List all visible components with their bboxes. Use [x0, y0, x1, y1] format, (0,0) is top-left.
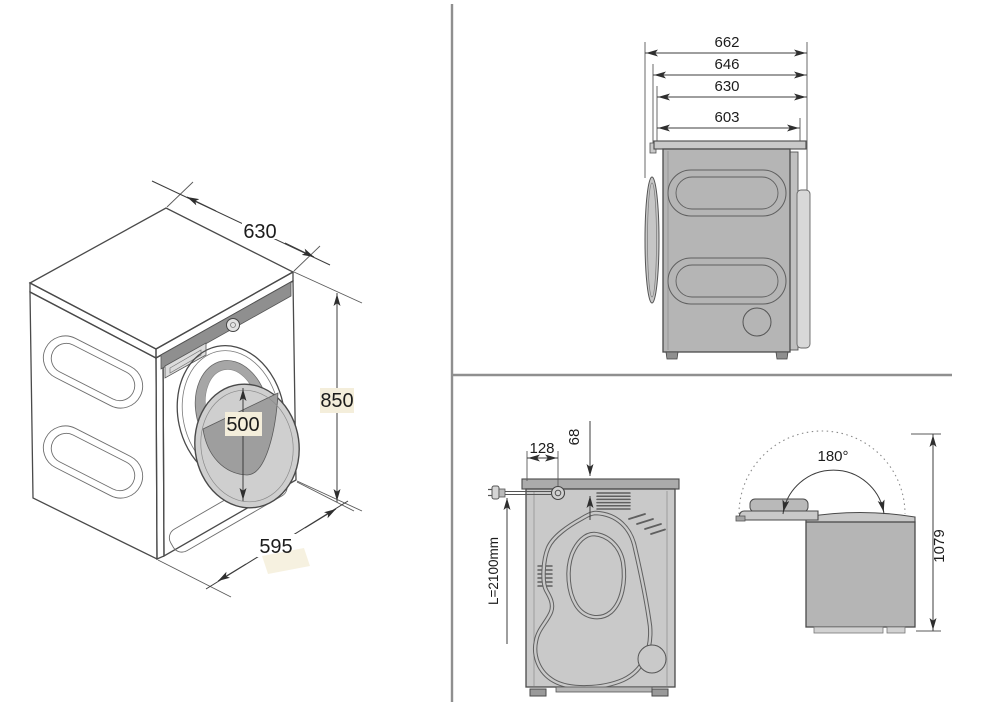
detergent-drawer — [164, 342, 207, 379]
dimension-cord-offset-vertical: 68 — [566, 421, 594, 520]
bottom-skirt — [555, 686, 653, 693]
dim-label-cord-offset-vertical: 68 — [566, 429, 583, 446]
top-lid — [653, 140, 807, 150]
extension-line — [293, 271, 363, 304]
front-door-bulge — [644, 176, 660, 304]
body — [805, 521, 916, 628]
arrowhead — [782, 499, 790, 513]
dim-label-inner-depth: 603 — [714, 109, 739, 126]
foot-right — [651, 688, 669, 697]
duct-inner-band-fill — [567, 532, 626, 619]
arrowhead — [186, 196, 217, 212]
dimension-top-depth: 630 — [151, 180, 331, 272]
extension-line — [296, 481, 355, 512]
extension-line — [296, 480, 363, 512]
vent-louvers-top — [596, 492, 631, 510]
dim-label-top-depth: 630 — [243, 221, 276, 243]
control-knob — [226, 318, 240, 332]
lid-open-machine — [735, 498, 916, 634]
back-view: 128 68 L=2100mm — [486, 421, 680, 697]
duct-outer-band-fill — [534, 511, 652, 689]
dimension-cord-length: L=2100mm — [486, 498, 511, 644]
panel-dividers — [450, 4, 952, 702]
drain-circle — [637, 644, 667, 674]
dim-label-body-depth: 630 — [714, 78, 739, 95]
duct-channel — [533, 510, 653, 690]
label-highlight — [262, 548, 310, 574]
lid-open-view: 180° 1079 — [735, 430, 948, 634]
arrowhead — [304, 508, 337, 529]
foot-left — [529, 688, 547, 697]
control-panel-strip — [160, 281, 292, 370]
side-panel — [29, 290, 158, 561]
detergent-drawer-handle — [169, 349, 202, 374]
cord-outlet-center — [554, 489, 562, 497]
door-rim-inner-line — [200, 389, 294, 503]
back-panel — [796, 189, 811, 349]
emboss-upper-inner — [675, 176, 779, 210]
side-emboss-upper-outer — [42, 335, 144, 409]
label-knockout — [257, 534, 296, 557]
extension-line — [157, 559, 232, 598]
vent-louvers-diagonal — [628, 513, 666, 535]
dim-label-depth-with-lid: 646 — [714, 56, 739, 73]
dimension-height: 850 — [293, 271, 363, 512]
dim-label-width: 595 — [259, 536, 292, 558]
dim-label-height: 850 — [320, 390, 353, 412]
lid-lock-tab — [735, 515, 746, 522]
emboss-lower-outer — [667, 257, 787, 305]
foot-back — [775, 351, 789, 360]
extension-line — [293, 245, 321, 272]
front-door-bulge-inner — [647, 182, 657, 298]
plug-icon — [491, 485, 500, 500]
dim-label-overall-depth: 662 — [714, 34, 739, 51]
side-emboss-upper-inner — [50, 342, 136, 402]
cord-outlet — [550, 485, 566, 501]
arrowhead — [217, 563, 247, 582]
emboss-upper-outer — [667, 169, 787, 217]
base-block-left — [813, 626, 884, 634]
isometric-view: 630 850 500 595 — [28, 180, 363, 598]
side-view-dimensions: 662 646 630 603 — [644, 34, 808, 192]
dimension-door-diameter: 500 — [225, 388, 262, 501]
dim-label-cord-offset-horizontal: 128 — [529, 440, 554, 457]
dim-label-opening-angle: 180° — [817, 448, 848, 465]
emboss-lower-inner — [675, 264, 779, 298]
dim-label-door-diameter: 500 — [226, 414, 259, 436]
power-cord — [488, 485, 566, 501]
side-emboss-lower-inner — [50, 432, 136, 492]
side-emboss-lower-outer — [42, 425, 144, 499]
arrowhead — [877, 499, 885, 513]
dimension-line — [151, 180, 331, 266]
isometric-machine — [28, 207, 300, 561]
back-view-machine — [521, 478, 680, 697]
angle-arc — [782, 469, 885, 515]
side-view: 662 646 630 603 — [644, 34, 811, 360]
label-knockout — [812, 448, 854, 464]
dim-label-cord-length: L=2100mm — [486, 537, 501, 605]
plug-boot — [498, 488, 506, 498]
top-lip-left — [29, 281, 157, 360]
open-top-rim — [805, 511, 916, 523]
foot-front — [665, 351, 679, 360]
label-highlight — [225, 412, 262, 436]
open-lid-bump — [749, 498, 809, 513]
top-cap — [521, 478, 680, 490]
label-highlight — [320, 388, 354, 413]
dim-label-max-height: 1079 — [931, 529, 948, 562]
label-knockout — [242, 217, 278, 239]
lid-travel-arc-dotted — [738, 430, 906, 515]
dimension-cord-offset-horizontal: 128 — [526, 440, 559, 486]
base-block-right — [886, 626, 906, 634]
control-knob-center — [230, 322, 236, 328]
side-view-machine — [644, 140, 811, 360]
arrowhead — [284, 242, 315, 258]
open-lid-slab — [738, 510, 819, 521]
dimension-opening-angle: 180° — [782, 448, 885, 515]
dimension-width: 595 — [157, 481, 355, 598]
dimension-max-height: 1079 — [911, 433, 948, 632]
filter-circle — [742, 307, 772, 337]
